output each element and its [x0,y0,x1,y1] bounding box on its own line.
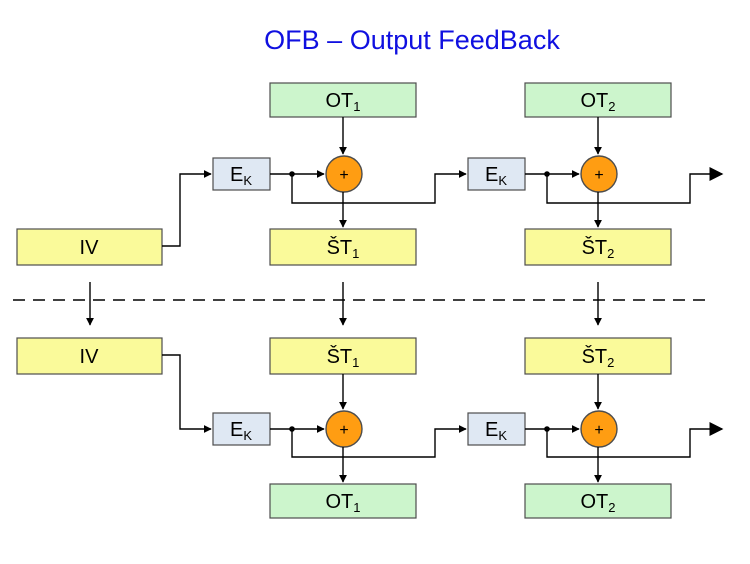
svg-text:ŠT2: ŠT2 [582,236,615,261]
iv-label: IV [80,237,100,259]
iv-label: IV [80,346,100,368]
svg-text:ŠT1: ŠT1 [327,345,360,370]
st-label: ŠT [327,236,353,259]
st-subscript: 1 [352,355,359,370]
svg-text:EK: EK [230,419,252,443]
ot-label: OT [325,90,353,112]
svg-text:+: + [339,422,348,439]
st-box-1: ŠT1 [269,337,417,375]
ek-subscript: K [243,428,252,443]
encryption-section: OT1 OT2 IV EK EK + + [16,82,724,266]
svg-text:EK: EK [230,164,252,188]
page-title: OFB – Output FeedBack [264,25,560,55]
ot-label: OT [580,90,608,112]
svg-text:OT2: OT2 [580,90,615,114]
st-box-1: ŠT1 [269,228,417,266]
ot-box-2: OT2 [524,82,672,118]
st-box-2: ŠT2 [524,337,672,375]
ot-label: OT [580,491,608,513]
decryption-connectors [162,354,724,483]
svg-text:EK: EK [485,164,507,188]
ek-box-2: EK [467,157,526,191]
ot-box-2: OT2 [524,483,672,519]
ot-box-1: OT1 [269,82,417,118]
svg-text:OT1: OT1 [325,90,360,114]
svg-text:+: + [594,167,603,184]
iv-box: IV [16,228,163,266]
st-label: ŠT [582,236,608,259]
xor-node-2: + [580,410,618,448]
ek-box-2: EK [467,412,526,446]
decryption-section: IV ŠT1 ŠT2 EK EK + + [16,337,724,519]
ek-label: E [485,419,498,441]
ot-subscript: 1 [353,500,360,515]
xor-node-1: + [325,155,363,193]
ek-subscript: K [498,173,507,188]
xor-node-2: + [580,155,618,193]
ot-label: OT [325,491,353,513]
encryption-connectors [162,117,724,247]
svg-text:ŠT1: ŠT1 [327,236,360,261]
svg-text:+: + [594,422,603,439]
ot-subscript: 2 [608,99,615,114]
st-box-2: ŠT2 [524,228,672,266]
ek-box-1: EK [212,157,271,191]
st-label: ŠT [327,345,353,368]
ot-box-1: OT1 [269,483,417,519]
svg-text:ŠT2: ŠT2 [582,345,615,370]
st-subscript: 2 [607,355,614,370]
ek-label: E [230,164,243,186]
ot-subscript: 1 [353,99,360,114]
svg-text:OT1: OT1 [325,491,360,515]
svg-text:EK: EK [485,419,507,443]
st-subscript: 1 [352,246,359,261]
ek-label: E [230,419,243,441]
svg-text:OT2: OT2 [580,491,615,515]
st-subscript: 2 [607,246,614,261]
ek-label: E [485,164,498,186]
ek-subscript: K [243,173,252,188]
iv-box: IV [16,337,163,375]
transfer-arrows [86,282,602,326]
ot-subscript: 2 [608,500,615,515]
svg-text:+: + [339,167,348,184]
xor-node-1: + [325,410,363,448]
ek-subscript: K [498,428,507,443]
ek-box-1: EK [212,412,271,446]
st-label: ŠT [582,345,608,368]
